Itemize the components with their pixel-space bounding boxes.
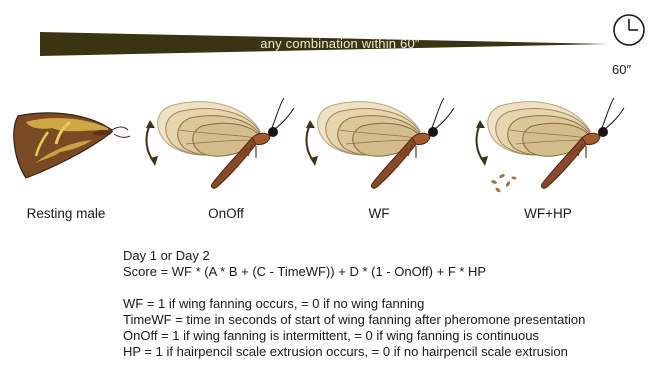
fanning-moth-onoff-icon [146,98,294,188]
formula-day: Day 1 or Day 2 [123,248,210,263]
definition-timewf: TimeWF = time in seconds of start of win… [123,312,585,327]
moth-label-wfhp: WF+HP [488,206,608,221]
clock-label: 60″ [612,62,631,77]
banner-label: any combination within 60″ [175,36,505,51]
moth-label-wf: WF [319,206,439,221]
fanning-moth-wf-icon [306,98,454,188]
moth-label-resting: Resting male [6,206,126,221]
fanning-moth-wfhp-icon [476,98,624,193]
formula-score: Score = WF * (A * B + (C - TimeWF)) + D … [123,264,486,279]
definition-wf: WF = 1 if wing fanning occurs, = 0 if no… [123,296,424,311]
moth-label-onoff: OnOff [166,206,286,221]
resting-moth-icon [14,113,130,178]
definition-onoff: OnOff = 1 if wing fanning is intermitten… [123,328,539,343]
clock-icon [614,15,644,45]
definition-hp: HP = 1 if hairpencil scale extrusion occ… [123,344,568,359]
